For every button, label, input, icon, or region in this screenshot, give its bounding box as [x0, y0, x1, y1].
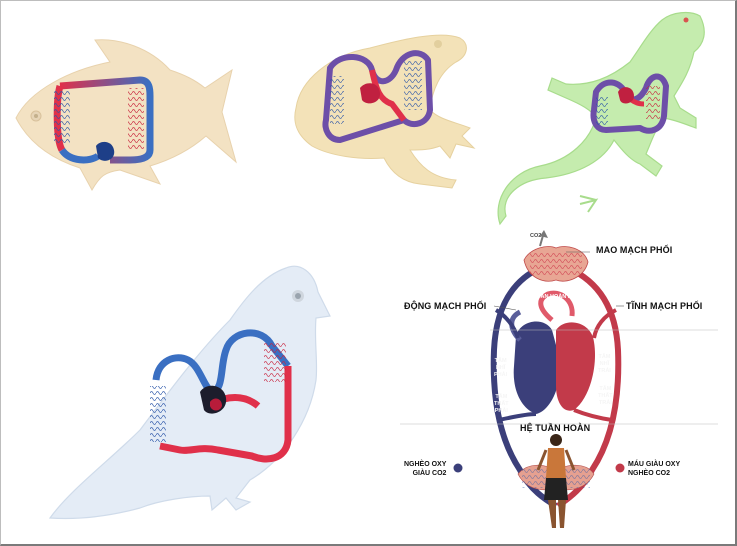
bird-panel	[48, 265, 331, 520]
heart	[513, 321, 561, 414]
label-tinh-mach-phoi: TĨNH MẠCH PHỔI	[626, 301, 703, 311]
label-tam-that-phai: TÂM THẤT PHẢI	[494, 394, 509, 414]
frog-circuit	[322, 50, 433, 143]
legend-rich-dot	[615, 463, 625, 473]
label-tam-nhi-trai: TÂM NHĨ TRÁI	[598, 354, 611, 374]
human-panel	[400, 230, 718, 528]
frog-panel	[294, 34, 476, 189]
frog-body	[294, 34, 476, 189]
co2-label: CO2	[530, 233, 542, 239]
label-dong-mach-phoi: ĐỘNG MẠCH PHỔI	[404, 301, 487, 311]
fish-panel	[15, 39, 237, 192]
legend-poor-dot	[453, 463, 463, 473]
fish-circuit	[59, 76, 154, 164]
legend-oxygen-poor: NGHÈO OXY GIÀU CO2	[404, 461, 447, 477]
label-tam-that-trai: TÂM THẤT TRÁI	[598, 386, 613, 406]
lizard-panel	[497, 11, 705, 226]
label-tam-nhi-phai: TÂM NHĨ PHẢI	[494, 358, 508, 378]
label-mao-mach-phoi: MAO MẠCH PHỔI	[596, 245, 673, 255]
person-figure	[536, 434, 576, 528]
label-he-tuan-hoan-phoi: HỆ TUẦN HOÀN PHỔI	[524, 294, 582, 300]
legend-oxygen-rich: MÁU GIÀU OXY NGHÈO CO2	[628, 461, 681, 477]
fish-body	[15, 39, 237, 192]
label-he-tuan-hoan: HỆ TUẦN HOÀN	[520, 423, 591, 433]
